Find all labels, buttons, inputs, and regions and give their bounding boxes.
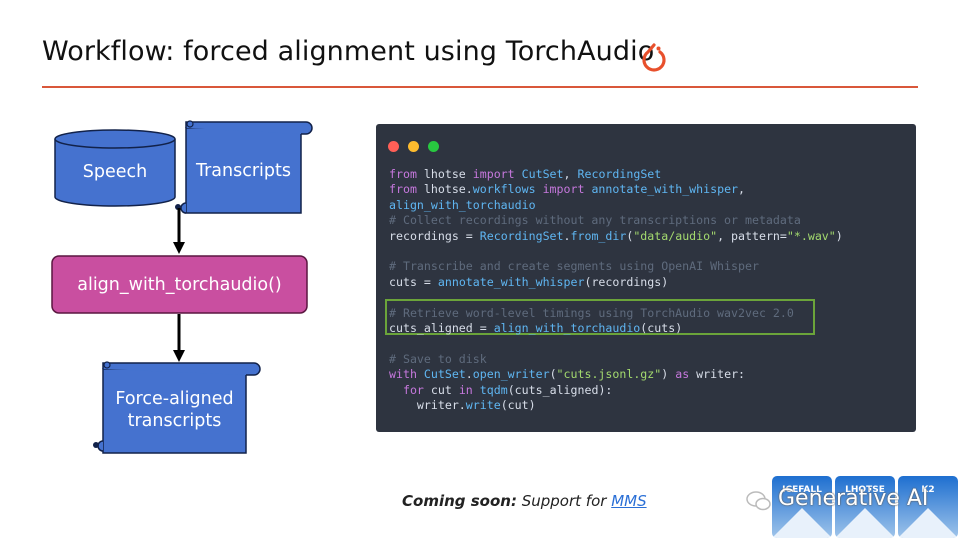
highlight-box bbox=[385, 299, 815, 335]
code-line: with CutSet.open_writer("cuts.jsonl.gz")… bbox=[389, 367, 746, 382]
code-line: align_with_torchaudio bbox=[389, 197, 536, 212]
transcripts-label: Transcripts bbox=[195, 161, 291, 181]
code-line: # Save to disk bbox=[389, 351, 487, 366]
code-block: from lhotse import CutSet, RecordingSet … bbox=[389, 167, 843, 414]
output-scroll bbox=[93, 361, 261, 454]
lhotse-logo: LHOTSE bbox=[835, 476, 895, 538]
close-dot-icon bbox=[388, 141, 399, 152]
output-label-line1: Force-aligned bbox=[115, 389, 234, 409]
icefall-logo: ICEFALL bbox=[772, 476, 832, 538]
workflow-diagram: Speech Transcripts align_with_torchaudio… bbox=[0, 0, 360, 540]
code-line: # Collect recordings without any transcr… bbox=[389, 213, 801, 228]
coming-soon-note: Coming soon: Support for MMS bbox=[402, 492, 647, 510]
diagram-shapes bbox=[51, 120, 313, 454]
minimize-dot-icon bbox=[408, 141, 420, 152]
code-line: from lhotse import CutSet, RecordingSet bbox=[389, 167, 662, 181]
generative-ai-watermark: Generative AI bbox=[778, 486, 929, 511]
arrow-align-to-output bbox=[173, 314, 185, 362]
mms-link[interactable]: MMS bbox=[611, 492, 647, 510]
code-line: for cut in tqdm(cuts_aligned): bbox=[402, 382, 613, 397]
output-label-line2: transcripts bbox=[127, 411, 222, 431]
code-window: from lhotse import CutSet, RecordingSet … bbox=[376, 124, 916, 432]
k2-logo: K2 bbox=[898, 476, 958, 538]
window-controls bbox=[388, 137, 443, 156]
code-line: # Transcribe and create segments using O… bbox=[389, 259, 759, 274]
code-line: # Retrieve word-level timings using Torc… bbox=[389, 305, 794, 320]
code-line: cuts = annotate_with_whisper(recordings) bbox=[389, 274, 669, 289]
slide-title: Workflow: forced alignment using TorchAu… bbox=[42, 36, 655, 67]
align-node-box bbox=[51, 255, 308, 314]
code-line: from lhotse.workflows import annotate_wi… bbox=[389, 182, 746, 197]
code-line: writer.write(cut) bbox=[389, 398, 536, 413]
arrow-inputs-to-align bbox=[173, 208, 185, 254]
title-divider bbox=[42, 86, 918, 88]
maximize-dot-icon bbox=[428, 141, 440, 152]
pytorch-logo-icon bbox=[642, 43, 666, 72]
align-function-label: align_with_torchaudio() bbox=[77, 275, 282, 295]
wechat-icon bbox=[746, 491, 771, 511]
output-label: Force-aligned transcripts bbox=[103, 388, 246, 432]
logo-strip: ICEFALL LHOTSE K2 Generative AI bbox=[740, 476, 960, 540]
coming-soon-text: Support for bbox=[516, 492, 612, 510]
code-line: recordings = RecordingSet.from_dir("data… bbox=[389, 228, 843, 243]
code-line: cuts_aligned = align_with_torchaudio(cut… bbox=[389, 321, 683, 336]
coming-soon-label: Coming soon: bbox=[402, 492, 517, 510]
speech-cylinder bbox=[54, 129, 176, 207]
speech-label: Speech bbox=[82, 162, 148, 182]
